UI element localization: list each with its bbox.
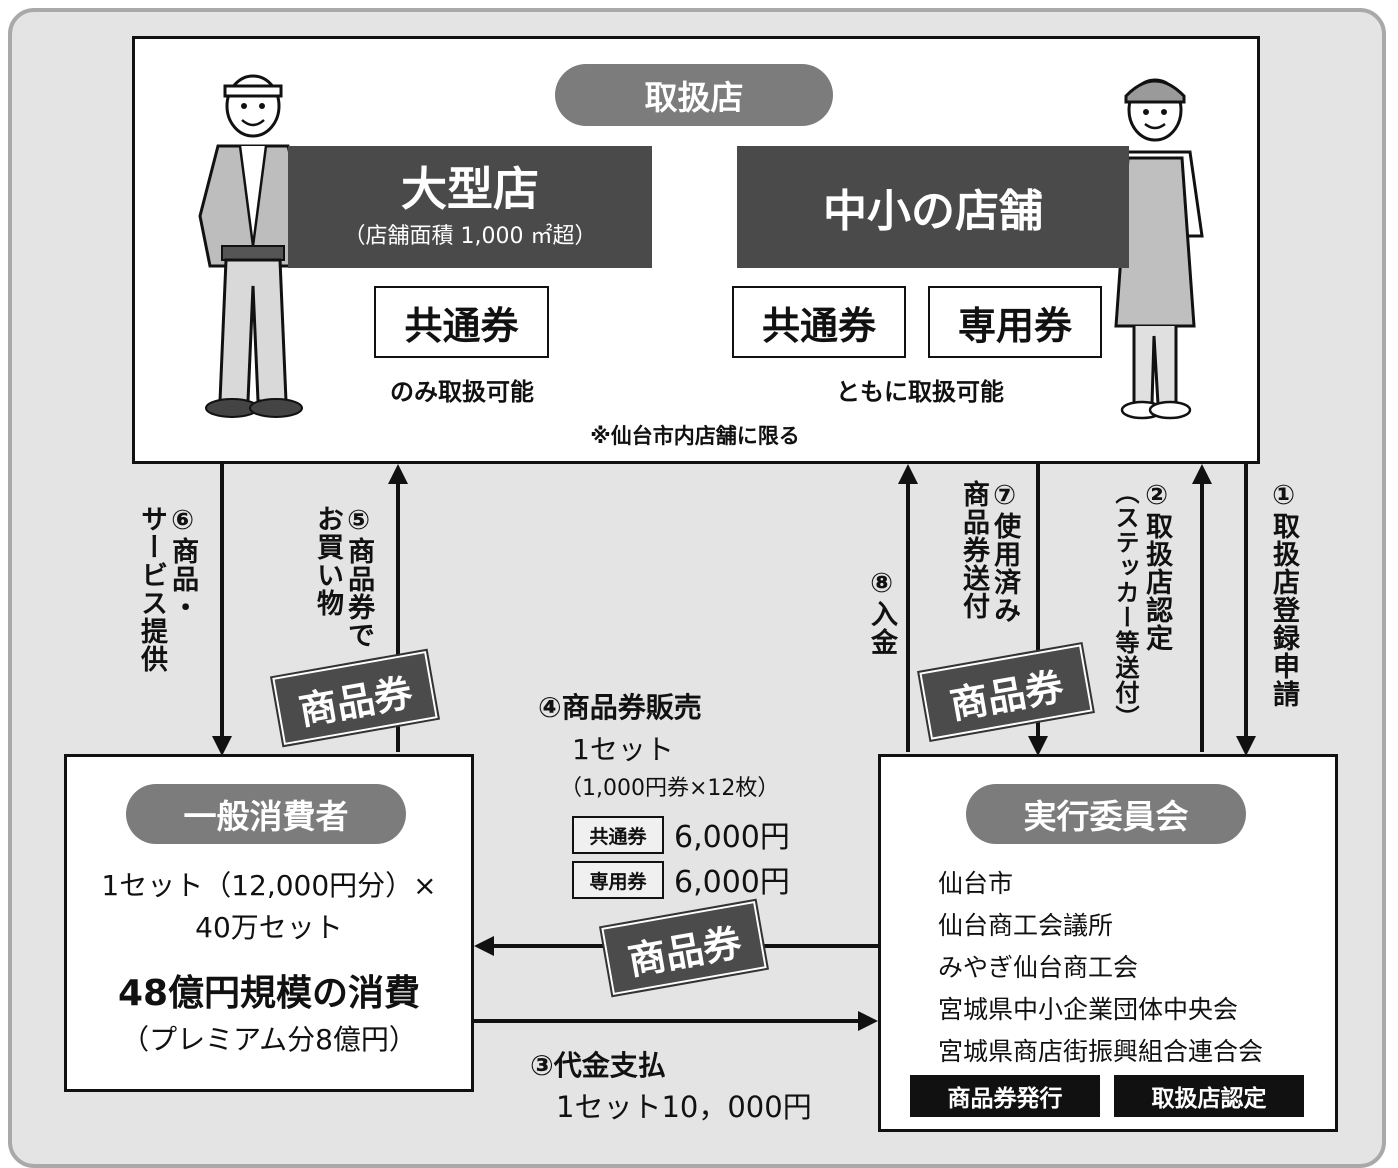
flow-3-amount: 1セット10，000円 [556, 1090, 812, 1124]
shops-title-pill: 取扱店 [555, 64, 833, 126]
flow-4-label: ④商品券販売 [538, 691, 702, 724]
flow-4-set: 1セット [572, 733, 674, 766]
flow-8-label: ⑧入金 [866, 568, 898, 656]
consumer-title-pill: 一般消費者 [126, 784, 406, 844]
flow-4-common-tag: 共通券 [572, 816, 664, 854]
consumer-total: 48億円規模の消費 [117, 973, 421, 1014]
committee-member-0: 仙台市 [938, 869, 1014, 898]
flow-4-exclusive-tag: 専用券 [572, 861, 664, 899]
flow-4-exclusive-price: 6,000円 [674, 865, 790, 900]
committee-member-4: 宮城県商店街振興組合連合会 [938, 1037, 1264, 1066]
committee-member-2: みやぎ仙台商工会 [938, 953, 1139, 982]
flow-1-label: ①取扱店登録申請 [1268, 480, 1300, 708]
committee-box [878, 754, 1338, 1132]
committee-member-3: 宮城県中小企業団体中央会 [938, 995, 1239, 1024]
small-store-ticket-exclusive: 専用券 [928, 286, 1102, 358]
flow-2-line2: （ステッカー等送付） [1111, 480, 1140, 730]
flow-2-label: ②取扱店認定 （ステッカー等送付） [1110, 480, 1172, 730]
shopkeeper-woman-illustration [1106, 78, 1204, 420]
large-store-caption: のみ取扱可能 [390, 378, 534, 406]
small-store-caption: ともに取扱可能 [836, 378, 1004, 406]
shopkeeper-man-illustration [198, 74, 308, 418]
committee-member-1: 仙台商工会議所 [938, 911, 1114, 940]
committee-role-certify: 取扱店認定 [1114, 1075, 1304, 1117]
consumer-set-line: 1セット（12,000円分）× [101, 869, 437, 902]
large-store-name: 大型店 [401, 161, 539, 216]
flow-6-line2: サービス提供 [136, 505, 168, 673]
small-store-name: 中小の店舗 [823, 186, 1043, 237]
flow-6-label: ⑥商品・ サービス提供 [136, 505, 198, 705]
flow-3-label: ③代金支払 [530, 1049, 666, 1082]
small-store-ticket-common: 共通券 [732, 286, 906, 358]
small-store-bar: 中小の店舗 [737, 146, 1129, 268]
flow-4-detail: （1,000円券×12枚） [560, 776, 780, 801]
consumer-premium: （プレミアム分8億円） [121, 1023, 417, 1056]
flow-7-label: ⑦使用済み 商品券送付 [958, 480, 1020, 670]
flow-2-line1: ②取扱店認定 [1141, 480, 1173, 652]
large-store-bar: 大型店 （店舗面積 1,000 ㎡超） [288, 146, 652, 268]
shops-footnote: ※仙台市内店舗に限る [590, 424, 800, 448]
flow-4-common-price: 6,000円 [674, 820, 790, 855]
large-store-note: （店舗面積 1,000 ㎡超） [343, 224, 597, 250]
flow-5-label: ⑤商品券で お買い物 [312, 505, 374, 665]
flow-5-line2: お買い物 [312, 505, 344, 617]
flow-7-line1: ⑦使用済み [989, 480, 1021, 624]
large-store-ticket-common: 共通券 [374, 286, 549, 358]
committee-title-pill: 実行委員会 [966, 784, 1246, 844]
flow-7-line2: 商品券送付 [958, 480, 990, 620]
flow-5-line1: ⑤商品券で [343, 505, 375, 649]
consumer-count-line: 40万セット [195, 911, 343, 944]
committee-role-issue: 商品券発行 [910, 1075, 1100, 1117]
flow-6-line1: ⑥商品・ [167, 505, 199, 621]
